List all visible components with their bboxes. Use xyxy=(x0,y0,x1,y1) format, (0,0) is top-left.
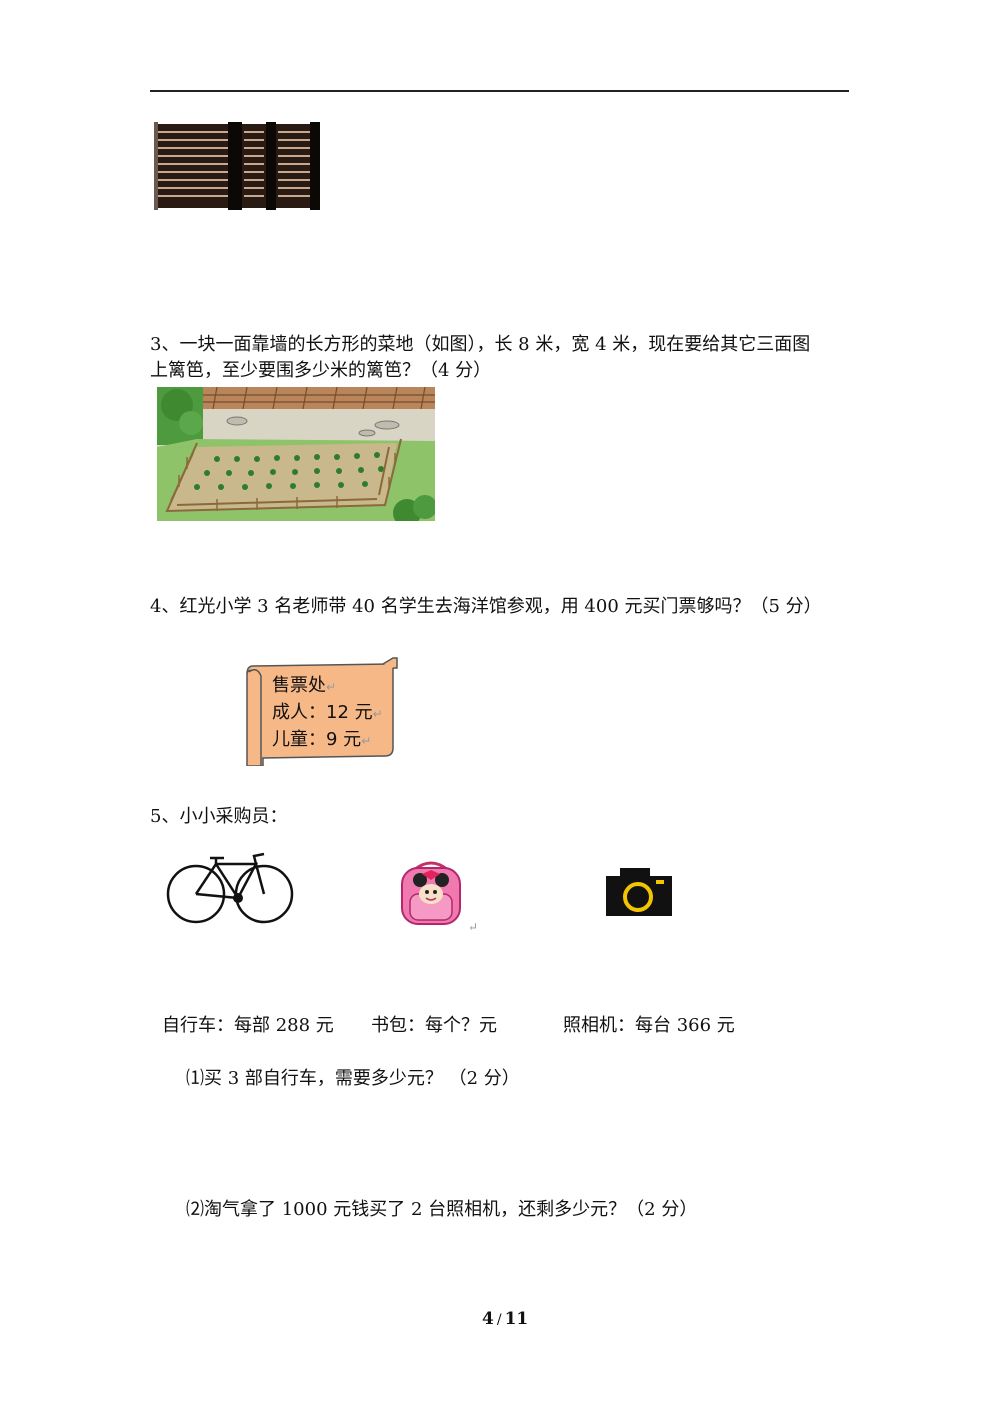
ticket-office-sign-image xyxy=(246,657,398,766)
backpack-price-label: 书包：每个？元 xyxy=(371,1015,497,1036)
ticket-sign-text: 售票处↵ 成人：12 元↵ 儿童：9 元↵ xyxy=(272,673,383,754)
vegetable-garden-image xyxy=(157,387,435,521)
bicycle-price-label: 自行车：每部 288 元 xyxy=(162,1015,334,1036)
paragraph-mark-icon: ↵ xyxy=(326,680,337,694)
page-total: 11 xyxy=(504,1309,529,1329)
paragraph-mark-icon: ↵ xyxy=(468,920,479,934)
question-5-sub1: ⑴买 3 部自行车，需要多少元？ （2 分） xyxy=(186,1068,520,1089)
question-4-text: 4、红光小学 3 名老师带 40 名学生去海洋馆参观，用 400 元买门票够吗？… xyxy=(150,596,822,617)
bookshelf-image xyxy=(154,122,320,210)
page-current: 4 xyxy=(482,1309,494,1329)
ticket-sign-adult-price: 成人：12 元 xyxy=(272,702,373,723)
header-rule xyxy=(150,90,849,92)
ticket-sign-title: 售票处 xyxy=(272,675,326,696)
camera-price-label: 照相机：每台 366 元 xyxy=(563,1015,735,1036)
question-3-line2: 上篱笆，至少要围多少米的篱笆？（4 分） xyxy=(150,360,492,381)
question-5-title: 5、小小采购员： xyxy=(150,806,288,827)
page-number: 4/11 xyxy=(482,1309,528,1329)
paragraph-mark-icon: ↵ xyxy=(361,734,372,748)
ticket-sign-child-price: 儿童：9 元 xyxy=(272,729,362,750)
page-separator: / xyxy=(496,1312,502,1328)
camera-icon xyxy=(606,868,672,916)
question-5-sub2: ⑵淘气拿了 1000 元钱买了 2 台照相机，还剩多少元？（2 分） xyxy=(186,1199,698,1220)
backpack-icon xyxy=(401,861,461,925)
question-3-line1: 3、一块一面靠墙的长方形的菜地（如图），长 8 米，宽 4 米，现在要给其它三面… xyxy=(150,334,811,355)
bicycle-icon xyxy=(166,852,294,924)
paragraph-mark-icon: ↵ xyxy=(372,707,383,721)
